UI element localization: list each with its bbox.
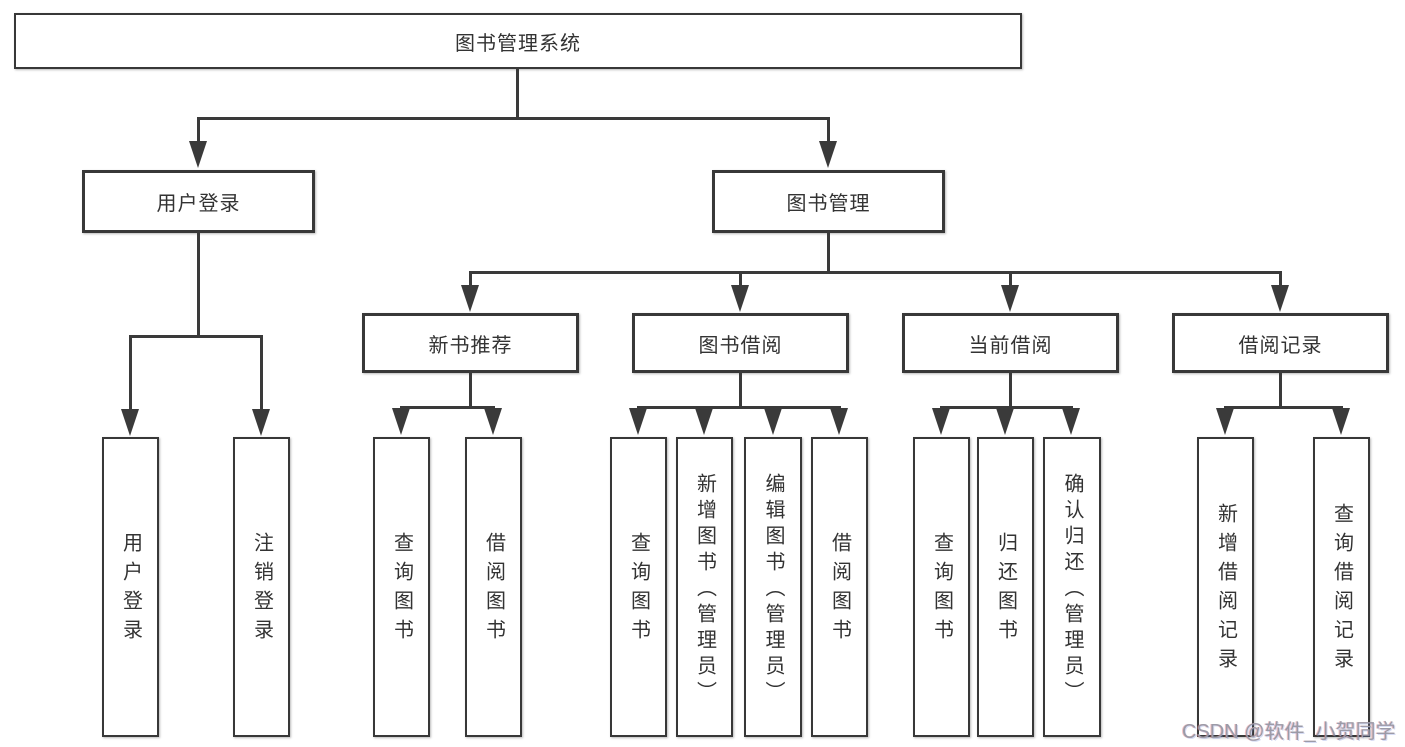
connector-borrowing-stem	[739, 371, 742, 408]
connector-current-bar	[940, 406, 1073, 409]
connector-bookmgmt-stem	[827, 231, 830, 273]
node-book-management: 图书管理	[712, 170, 945, 233]
arrow-down-icon	[461, 285, 479, 312]
connector-records-stem	[1279, 371, 1282, 408]
leaf-query-books-recommend: 查询图书	[373, 437, 430, 737]
arrow-down-icon	[1001, 285, 1019, 312]
leaf-label: 查询图书	[627, 532, 650, 648]
connector-bookmgmt-bar	[469, 271, 1282, 274]
connector-bookmgmt-stub-4	[1279, 271, 1282, 287]
arrow-down-icon	[189, 141, 207, 168]
leaf-query-books-borrowing: 查询图书	[610, 437, 667, 737]
arrow-down-icon	[1332, 408, 1350, 435]
arrow-down-icon	[629, 408, 647, 435]
arrow-down-icon	[764, 408, 782, 435]
leaf-label: 确认归还（管理员）	[1061, 473, 1083, 707]
node-borrow-records: 借阅记录	[1172, 313, 1389, 373]
node-library-management-system: 图书管理系统	[14, 13, 1022, 69]
leaf-label: 查询借阅记录	[1330, 503, 1353, 677]
connector-bookmgmt-stub-3	[1009, 271, 1012, 287]
node-current-borrowing: 当前借阅	[902, 313, 1119, 373]
leaf-label: 查询图书	[390, 532, 413, 648]
arrow-down-icon	[1216, 408, 1234, 435]
arrow-down-icon	[695, 408, 713, 435]
leaf-label: 借阅图书	[482, 532, 505, 648]
connector-root-stub-left	[197, 117, 200, 143]
leaf-label: 注销登录	[250, 532, 273, 648]
connector-current-stem	[1009, 371, 1012, 408]
arrow-down-icon	[932, 408, 950, 435]
connector-userlogin-stub-left	[129, 335, 132, 411]
arrow-down-icon	[830, 408, 848, 435]
node-label: 借阅记录	[1238, 334, 1323, 357]
leaf-label: 查询图书	[930, 532, 953, 648]
leaf-label: 归还图书	[994, 532, 1017, 648]
leaf-return-books: 归还图书	[977, 437, 1034, 737]
node-label: 图书管理	[786, 193, 871, 215]
node-label: 新书推荐	[428, 334, 513, 357]
leaf-query-borrow-record: 查询借阅记录	[1313, 437, 1370, 737]
leaf-label: 新增借阅记录	[1214, 503, 1237, 677]
arrow-down-icon	[121, 409, 139, 436]
leaf-query-books-current: 查询图书	[913, 437, 970, 737]
node-label: 用户登录	[156, 193, 241, 215]
node-user-login: 用户登录	[82, 170, 315, 233]
leaf-label: 用户登录	[119, 532, 142, 648]
connector-records-bar	[1224, 406, 1343, 409]
connector-root-stub-right	[827, 117, 830, 143]
connector-userlogin-stub-right	[260, 335, 263, 411]
leaf-logout: 注销登录	[233, 437, 290, 737]
leaf-borrow-books: 借阅图书	[811, 437, 868, 737]
connector-borrowing-bar	[637, 406, 841, 409]
arrow-down-icon	[996, 408, 1014, 435]
arrow-down-icon	[484, 408, 502, 435]
connector-bookmgmt-stub-2	[739, 271, 742, 287]
leaf-label: 新增图书（管理员）	[693, 473, 716, 707]
connector-bookmgmt-stub-1	[469, 271, 472, 287]
node-label: 图书管理系统	[455, 32, 581, 55]
arrow-down-icon	[731, 285, 749, 312]
node-book-borrowing: 图书借阅	[632, 313, 849, 373]
arrow-down-icon	[392, 408, 410, 435]
connector-newbook-stem	[469, 371, 472, 408]
leaf-label: 编辑图书（管理员）	[762, 473, 784, 707]
leaf-add-books-admin: 新增图书（管理员）	[676, 437, 733, 737]
leaf-user-login: 用户登录	[102, 437, 159, 737]
connector-userlogin-stem	[197, 231, 200, 337]
leaf-edit-books-admin: 编辑图书（管理员）	[744, 437, 802, 737]
arrow-down-icon	[1271, 285, 1289, 312]
connector-userlogin-bar	[129, 335, 263, 338]
arrow-down-icon	[252, 409, 270, 436]
connector-root-stem	[516, 67, 519, 119]
leaf-add-borrow-record: 新增借阅记录	[1197, 437, 1254, 737]
node-label: 图书借阅	[698, 334, 783, 357]
leaf-borrow-books-recommend: 借阅图书	[465, 437, 522, 737]
node-label: 当前借阅	[968, 334, 1053, 357]
connector-root-bar	[197, 117, 830, 120]
leaf-label: 借阅图书	[828, 532, 851, 648]
connector-newbook-bar	[400, 406, 495, 409]
arrow-down-icon	[1062, 408, 1080, 435]
csdn-watermark: CSDN @软件_小贺同学	[1182, 721, 1396, 743]
node-new-book-recommendation: 新书推荐	[362, 313, 579, 373]
arrow-down-icon	[819, 141, 837, 168]
leaf-confirm-return-admin: 确认归还（管理员）	[1043, 437, 1101, 737]
